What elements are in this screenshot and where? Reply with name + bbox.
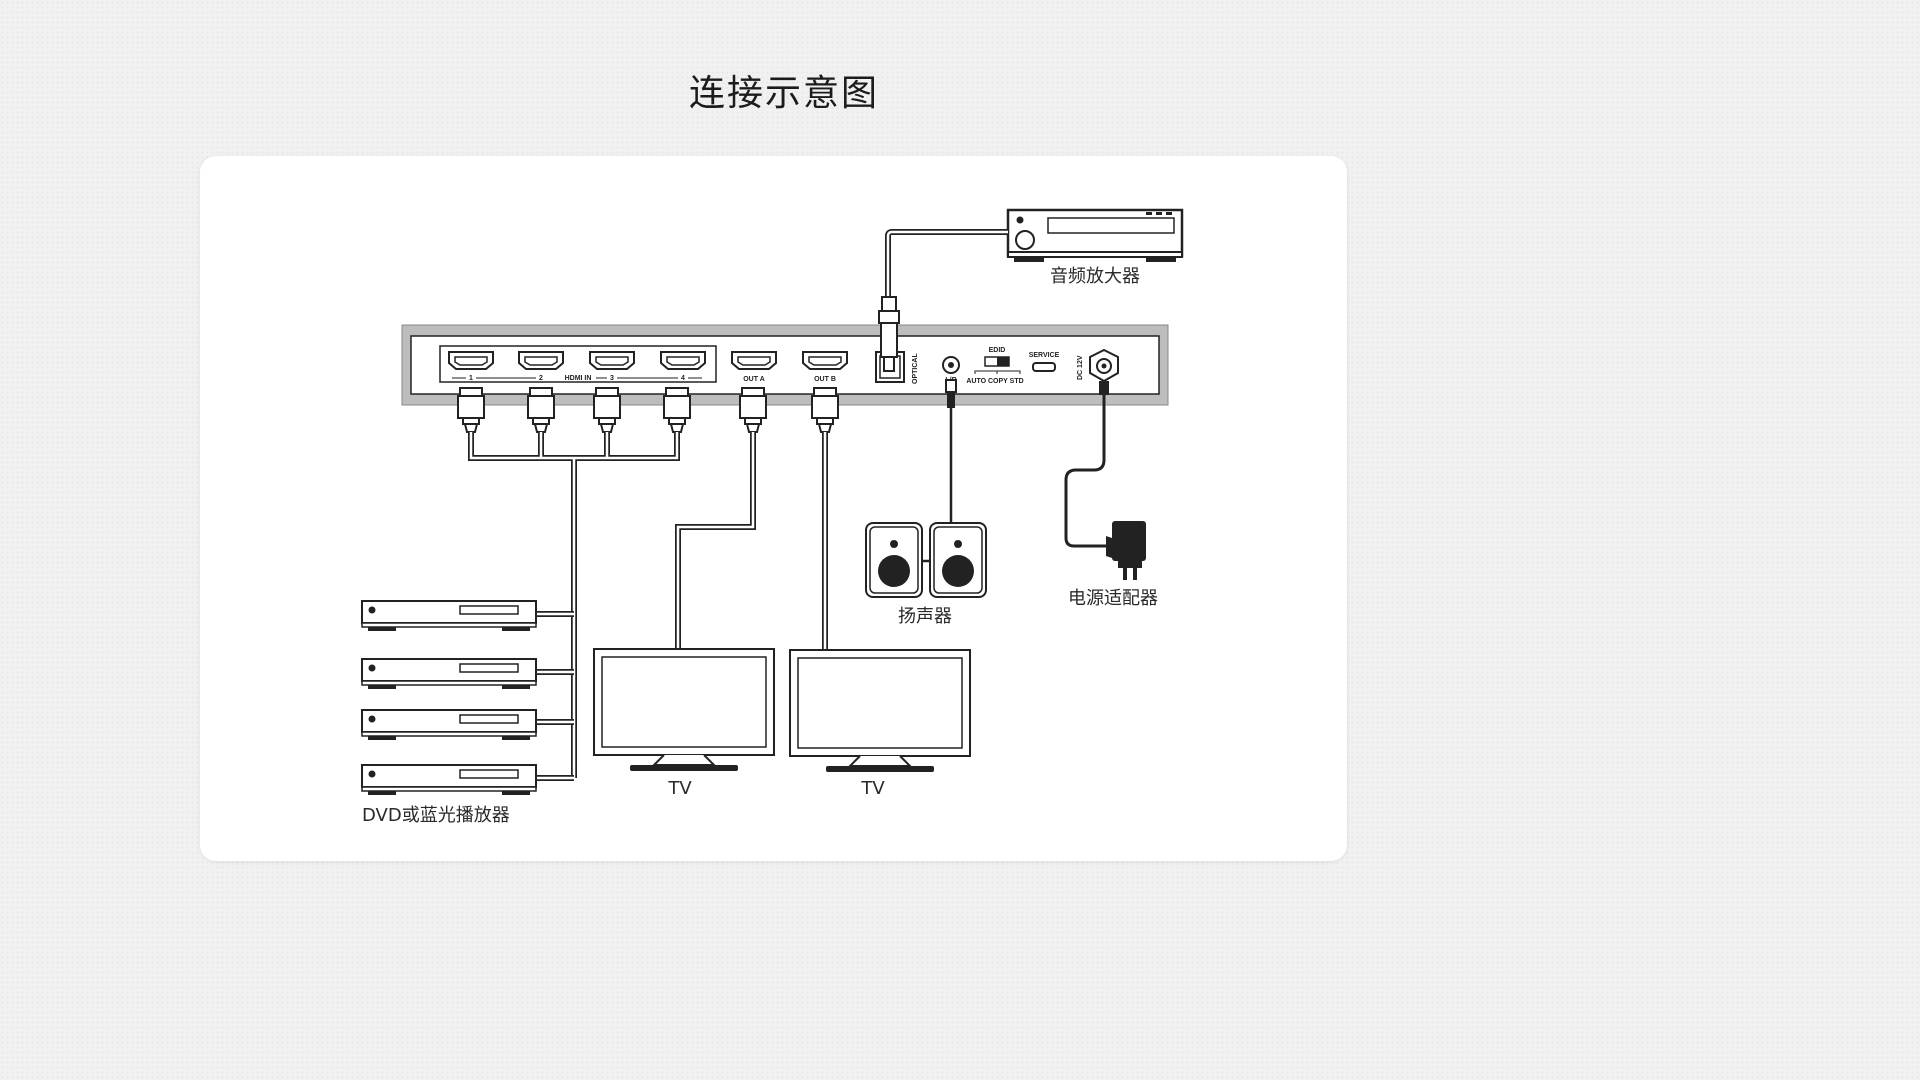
hdmi-plug-out-a bbox=[739, 387, 767, 433]
hdmi-plug-3 bbox=[593, 387, 621, 433]
optical-label: OPTICAL bbox=[912, 353, 919, 384]
out-a-label: OUT A bbox=[743, 376, 765, 383]
hdmi-in-port-4 bbox=[660, 351, 706, 370]
speakers-label: 扬声器 bbox=[898, 606, 952, 627]
hdmi-in-port-3 bbox=[589, 351, 635, 370]
hdmi-in-label: HDMI IN bbox=[565, 375, 592, 382]
player-3 bbox=[361, 709, 537, 741]
edid-modes-label: AUTO COPY STD bbox=[966, 378, 1023, 385]
edid-label: EDID bbox=[989, 347, 1006, 354]
in-1-label: 1 bbox=[469, 375, 473, 382]
hdmi-plug-out-b bbox=[811, 387, 839, 433]
optical-plug bbox=[878, 296, 900, 372]
hdmi-in-port-1 bbox=[448, 351, 494, 370]
hdmi-plug-2 bbox=[527, 387, 555, 433]
lr-audio-jack bbox=[942, 356, 960, 374]
dc-power-port bbox=[1089, 348, 1119, 383]
service-label: SERVICE bbox=[1029, 352, 1060, 359]
tv-a-label: TV bbox=[667, 778, 692, 799]
page-title: 连接示意图 bbox=[688, 73, 879, 114]
player-1 bbox=[361, 600, 537, 632]
connection-diagram: 音频放大器 1 2 HDMI IN 3 4 OUT A OUT B OPTICA… bbox=[361, 208, 1184, 826]
service-port bbox=[1032, 362, 1056, 372]
in-2-label: 2 bbox=[539, 375, 543, 382]
power-adapter bbox=[1106, 521, 1146, 580]
output-cables bbox=[675, 432, 828, 652]
power-adapter-label: 电源适配器 bbox=[1068, 588, 1158, 609]
hdmi-plug-4 bbox=[663, 387, 691, 433]
dc-label: DC 12V bbox=[1077, 355, 1084, 380]
player-4 bbox=[361, 764, 537, 796]
input-cables bbox=[468, 432, 680, 781]
power-cable bbox=[1064, 381, 1109, 548]
edid-switch bbox=[974, 356, 1021, 374]
speakers bbox=[865, 522, 987, 598]
amplifier-label: 音频放大器 bbox=[1050, 266, 1140, 287]
hdmi-in-port-2 bbox=[518, 351, 564, 370]
speaker-cable bbox=[945, 379, 957, 525]
hdmi-plug-1 bbox=[457, 387, 485, 433]
hdmi-out-a-port bbox=[731, 351, 777, 370]
audio-amplifier bbox=[1006, 208, 1184, 262]
in-3-label: 3 bbox=[610, 375, 614, 382]
out-b-label: OUT B bbox=[814, 376, 836, 383]
hdmi-out-b-port bbox=[802, 351, 848, 370]
player-2 bbox=[361, 658, 537, 690]
optical-cable bbox=[885, 229, 1008, 298]
tv-b-label: TV bbox=[860, 778, 885, 799]
tv-b bbox=[789, 649, 971, 773]
in-4-label: 4 bbox=[681, 375, 685, 382]
tv-a bbox=[593, 648, 775, 772]
players-label: DVD或蓝光播放器 bbox=[362, 805, 510, 826]
